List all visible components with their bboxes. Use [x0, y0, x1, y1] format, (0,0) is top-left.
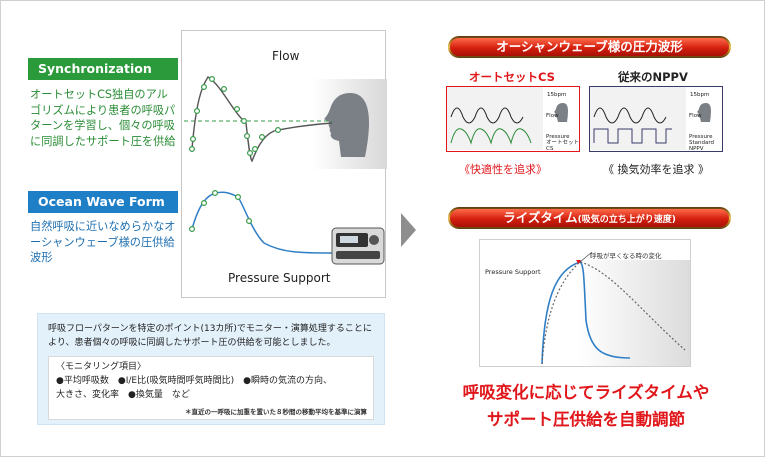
autoset-comfort-caption: 《快適性を追求》	[459, 163, 547, 176]
autoset-waveform-panel: 15bpm Flow Pressure オートセットCS	[446, 86, 580, 152]
monitoring-note-box: 呼吸フローパターンを特定のポイント(13カ所)でモニター・演算処理することにより…	[37, 313, 385, 425]
flow-point	[251, 145, 258, 152]
flow-point	[246, 149, 253, 156]
conventional-waveform	[590, 87, 711, 150]
autoset-flow-label: Flow	[546, 113, 559, 119]
synchronization-label: Synchronization	[28, 58, 178, 80]
flow-point	[188, 145, 196, 152]
autoset-bpm: 15bpm	[547, 92, 567, 98]
flow-point	[258, 133, 265, 140]
pressure-point	[201, 200, 208, 207]
autoset-pressure-line	[450, 128, 532, 145]
pressure-point	[212, 190, 219, 197]
conventional-pressure-sublabel: Standard NPPV	[689, 140, 715, 152]
conventional-efficiency-caption: 《 換気効率を追求 》	[603, 163, 709, 176]
monitoring-items-heading: 〈モニタリング項目〉	[56, 362, 147, 372]
rise-chart-change-label: 呼吸が早くなる時の変化	[590, 252, 662, 260]
flow-title: Flow	[272, 49, 300, 63]
pressure-support-curve	[191, 191, 333, 254]
autoset-waveform	[447, 87, 568, 150]
rise-time-chart-panel: Pressure Support 呼吸が早くなる時の変化	[479, 239, 691, 367]
rise-time-subtitle: (吸気の立ち上がり速度)	[577, 215, 676, 225]
monitoring-items-box: 〈モニタリング項目〉 ●平均呼吸数 ●I/E比(吸気時間呼気時間比) ●瞬時の気…	[48, 356, 374, 420]
autoset-pressure-label: Pressure	[546, 134, 570, 140]
ocean-wave-banner-text: オーシャンウェーブ様の圧力波形	[450, 38, 729, 56]
synchronization-description: オートセットCS独自のアルゴリズムにより患者の呼吸パターンを学習し、個々の呼吸に…	[30, 88, 176, 148]
monitoring-note-text: 呼吸フローパターンを特定のポイント(13カ所)でモニター・演算処理することにより…	[48, 324, 372, 348]
change-pointer-line	[579, 251, 593, 263]
flow-point	[209, 75, 216, 82]
flow-point	[201, 83, 208, 90]
pressure-point	[245, 218, 252, 225]
peak-marker-icon	[576, 260, 581, 264]
conventional-bpm: 15bpm	[690, 92, 710, 98]
pressure-point	[234, 194, 241, 201]
flow-point	[220, 85, 227, 92]
rise-time-banner-text: ライズタイム(吸気の立ち上がり速度)	[450, 209, 729, 227]
pressure-point	[188, 226, 196, 233]
conventional-waveform-panel: 15bpm Flow Pressure Standard NPPV	[589, 86, 723, 152]
auto-adjust-headline-1: 呼吸変化に応じてライズタイムや	[462, 383, 710, 402]
flow-point	[194, 107, 201, 114]
autoset-cs-title: オートセットCS	[469, 70, 555, 84]
conventional-head-icon	[697, 103, 711, 122]
flow-point	[190, 135, 197, 142]
autoset-flow-line	[450, 107, 524, 124]
autoset-pressure-sublabel: オートセットCS	[546, 140, 580, 152]
pressure-support-title: Pressure Support	[228, 271, 331, 285]
monitoring-footnote: ＊直近の一呼吸に加重を置いた８秒間の移動平均を基準に演算	[185, 408, 367, 416]
pressure-monitor-points	[188, 190, 252, 233]
ventilator-device-icon	[331, 227, 385, 265]
rise-chart-pressure-label: Pressure Support	[485, 268, 541, 276]
fast-rise-curve	[541, 261, 631, 365]
ocean-wave-form-label: Ocean Wave Form	[28, 191, 178, 213]
monitoring-items-line1: ●平均呼吸数 ●I/E比(吸気時間呼気時間比) ●瞬時の気流の方向、	[56, 376, 332, 386]
ocean-wave-banner: オーシャンウェーブ様の圧力波形	[448, 36, 731, 58]
flow-pressure-graph-panel: Flow Pressure Support	[181, 30, 387, 298]
patient-head-icon	[324, 93, 369, 157]
chevron-right-icon	[401, 213, 416, 247]
monitoring-items-line2: 大きさ、変化率 ●換気量 など	[56, 390, 190, 400]
conventional-nppv-title: 従来のNPPV	[618, 70, 688, 84]
flow-point	[233, 105, 240, 112]
autoset-head-icon	[554, 103, 568, 122]
slow-rise-curve	[541, 261, 686, 365]
flow-point	[243, 132, 250, 139]
rise-time-banner: ライズタイム(吸気の立ち上がり速度)	[448, 207, 731, 229]
rise-time-chart	[541, 251, 690, 366]
auto-adjust-headline-2: サポート圧供給を自動調節	[487, 410, 685, 429]
flow-monitor-points	[188, 75, 281, 156]
conventional-pressure-line	[593, 128, 672, 144]
flow-pressure-graph	[184, 75, 387, 265]
rise-time-title: ライズタイム	[503, 210, 578, 225]
ocean-wave-form-description: 自然呼吸に近いなめらかなオーシャンウェーブ様の圧供給波形	[30, 220, 176, 264]
flow-point	[240, 117, 247, 124]
flow-curve	[191, 76, 333, 163]
conventional-pressure-label: Pressure	[689, 134, 713, 140]
flow-point	[274, 126, 281, 133]
conventional-flow-line	[593, 107, 667, 124]
conventional-flow-label: Flow	[689, 113, 702, 119]
rise-chart-backdrop	[578, 260, 690, 366]
